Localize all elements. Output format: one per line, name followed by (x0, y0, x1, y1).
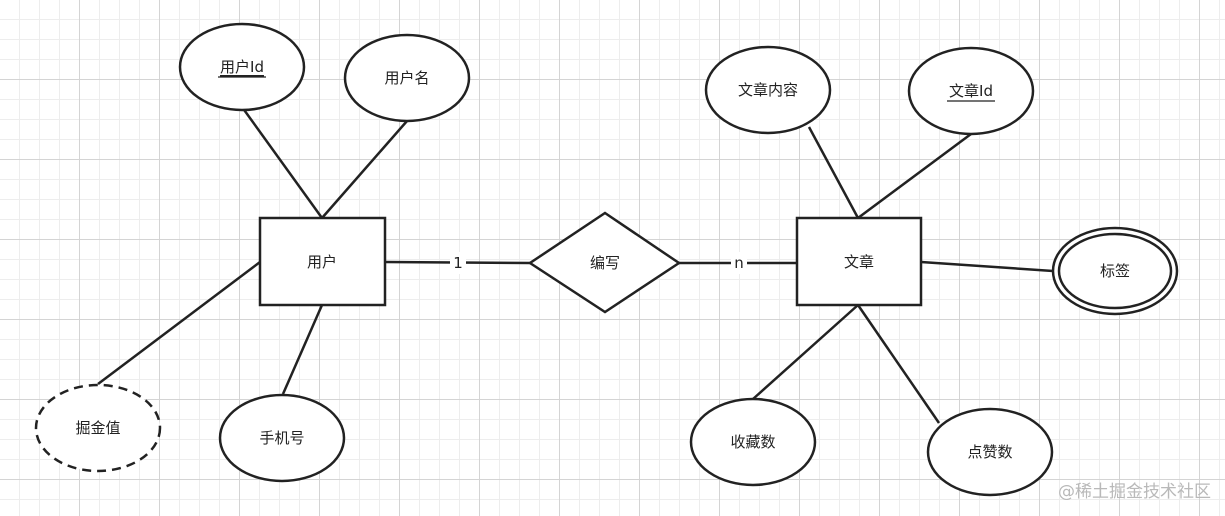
attr-phone[interactable]: 手机号 (218, 393, 346, 483)
attr-user-id-label: 用户Id (220, 58, 264, 76)
attr-juejin-value[interactable]: 掘金值 (34, 383, 162, 473)
edge-article-id (857, 132, 972, 220)
attr-username[interactable]: 用户名 (343, 33, 471, 123)
attr-juejin-value-label: 掘金值 (75, 419, 120, 437)
attr-tags[interactable]: 标签 (1051, 226, 1179, 316)
cardinality-many: n (734, 254, 744, 272)
entity-user[interactable]: 用户 (258, 216, 387, 307)
edge-user-phone (281, 304, 324, 395)
attr-username-label: 用户名 (384, 69, 429, 87)
edge-article-tags (920, 260, 1054, 273)
edge-article-favorites (752, 304, 859, 400)
attr-tags-label: 标签 (1100, 262, 1130, 280)
relationship-write[interactable]: 编写 (527, 211, 682, 314)
entity-article-label: 文章 (844, 253, 874, 271)
attr-article-id[interactable]: 文章Id (907, 46, 1035, 136)
edge-user-username (321, 120, 408, 219)
attr-likes-label: 点赞数 (967, 443, 1012, 461)
edge-article-likes (856, 304, 941, 424)
attr-article-content-label: 文章内容 (738, 81, 798, 99)
relationship-label: 编写 (590, 254, 620, 272)
attr-article-id-label: 文章Id (949, 82, 993, 100)
attr-likes[interactable]: 点赞数 (926, 407, 1054, 497)
edge-article-content (807, 126, 860, 219)
attr-article-content[interactable]: 文章内容 (704, 45, 832, 135)
entity-user-label: 用户 (307, 253, 337, 271)
attr-user-id[interactable]: 用户Id (178, 22, 306, 112)
attr-favorites[interactable]: 收藏数 (689, 397, 817, 487)
cardinality-one: 1 (453, 254, 463, 272)
attr-phone-label: 手机号 (259, 429, 304, 447)
edge-user-userid (240, 106, 324, 219)
edge-user-juejin (97, 261, 261, 385)
entity-article[interactable]: 文章 (795, 216, 923, 307)
watermark: @稀土掘金技术社区 (1058, 482, 1211, 502)
attr-favorites-label: 收藏数 (730, 433, 775, 451)
